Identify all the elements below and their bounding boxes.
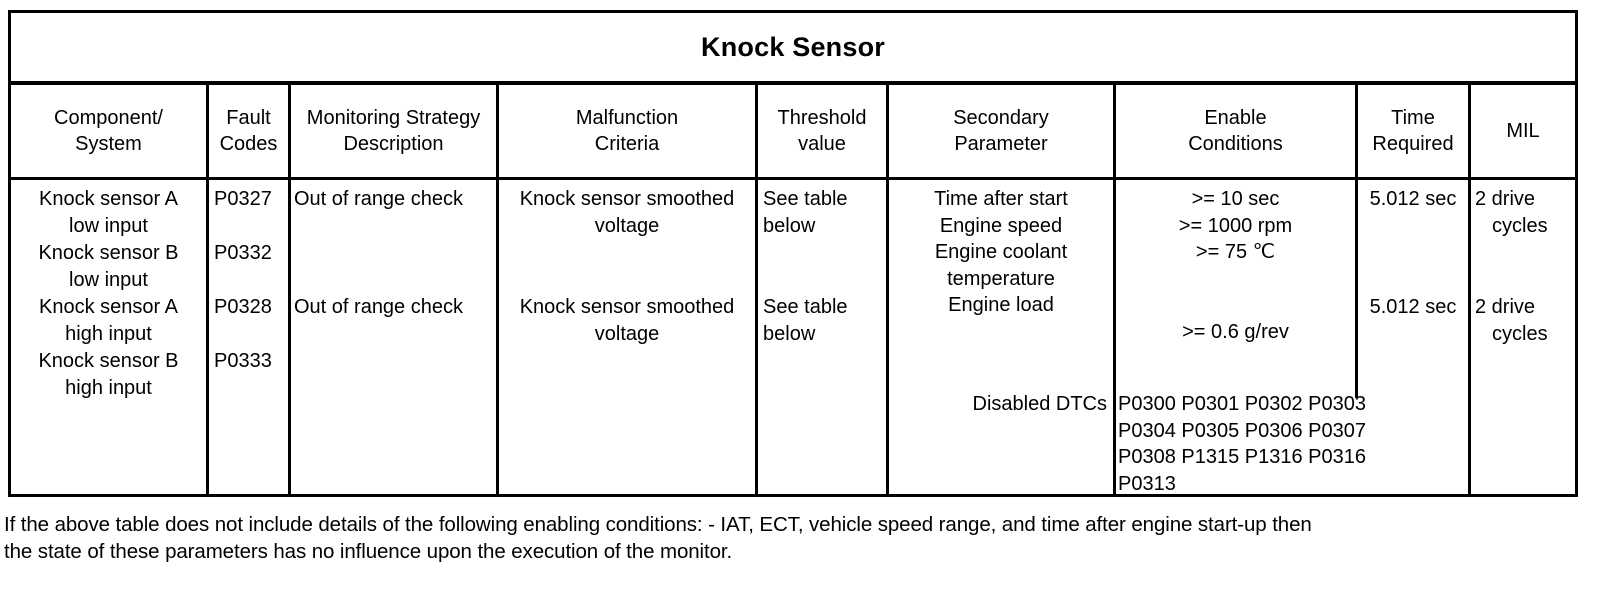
table-row-time-required-1: 5.012 sec xyxy=(1369,188,1457,210)
mil-line-1: 2 drive xyxy=(1475,188,1536,210)
header-line-2: Codes xyxy=(219,133,278,155)
table-row-fault-code-1: P0327 xyxy=(214,188,272,210)
column-header-secondary-parameter: Secondary Parameter xyxy=(886,85,1113,177)
column-header-malfunction-criteria: Malfunction Criteria xyxy=(496,85,755,177)
header-line-1: Fault xyxy=(226,106,271,129)
component-line-2: low input xyxy=(69,268,148,291)
header-line-1: MIL xyxy=(1506,119,1540,142)
column-divider-1 xyxy=(206,180,209,494)
secondary-parameter-item: temperature xyxy=(947,267,1055,290)
secondary-parameter-item: Engine coolant xyxy=(934,241,1068,264)
header-line-1: Threshold xyxy=(777,106,867,129)
secondary-parameter-item: Engine load xyxy=(948,294,1054,317)
table-row-malfunction-criteria-1: Knock sensor smoothed voltage xyxy=(499,186,755,239)
footnote: If the above table does not include deta… xyxy=(4,511,1564,566)
table-row-fault-code-3: P0328 xyxy=(214,296,272,318)
header-line-2: Conditions xyxy=(1188,133,1283,155)
malfunction-line-2: voltage xyxy=(594,322,660,345)
component-line-2: high input xyxy=(65,376,152,399)
column-header-component-system: Component/ System xyxy=(11,85,206,177)
component-line-2: high input xyxy=(65,322,152,345)
footnote-line-1: If the above table does not include deta… xyxy=(4,513,1312,536)
component-line-1: Knock sensor B xyxy=(38,242,179,264)
malfunction-line-2: voltage xyxy=(594,214,660,237)
column-header-mil: MIL xyxy=(1468,85,1575,177)
column-divider-7-partial xyxy=(1355,180,1358,398)
table-row-component-2: Knock sensor B low input xyxy=(11,240,206,293)
enable-condition-spacer xyxy=(1116,266,1355,319)
threshold-line-1: See table xyxy=(763,296,848,318)
secondary-parameter-list: Time after start Engine speed Engine coo… xyxy=(889,186,1113,319)
secondary-parameter-item: Engine speed xyxy=(939,214,1063,237)
component-line-1: Knock sensor A xyxy=(39,296,178,318)
column-header-monitoring-strategy-description: Monitoring Strategy Description xyxy=(288,85,496,177)
table-body: Knock sensor A low input Knock sensor B … xyxy=(11,180,1578,497)
disabled-dtc-line: P0304 P0305 P0306 P0307 xyxy=(1118,419,1366,442)
footnote-line-2: the state of these parameters has no inf… xyxy=(4,540,733,564)
disabled-dtc-line: P0308 P1315 P1316 P0316 xyxy=(1118,446,1366,469)
enable-condition-item: >= 10 sec xyxy=(1191,188,1280,210)
threshold-line-2: below xyxy=(763,322,816,345)
table-row-component-4: Knock sensor B high input xyxy=(11,348,206,401)
table-header-row: Component/ System Fault Codes Monitoring… xyxy=(11,85,1575,180)
column-header-threshold-value: Threshold value xyxy=(755,85,886,177)
secondary-parameter-item: Time after start xyxy=(934,188,1068,210)
column-divider-3 xyxy=(496,180,499,494)
header-line-2: value xyxy=(798,133,846,155)
header-line-1: Enable xyxy=(1204,106,1267,129)
threshold-line-2: below xyxy=(763,214,816,237)
table-row-mil-2: 2 drive cycles xyxy=(1475,294,1575,347)
table-row-mil-1: 2 drive cycles xyxy=(1475,186,1575,239)
disabled-dtcs-list: P0300 P0301 P0302 P0303 P0304 P0305 P030… xyxy=(1118,391,1578,497)
enable-condition-item: >= 0.6 g/rev xyxy=(1182,320,1289,343)
table-row-threshold-1: See table below xyxy=(763,186,886,239)
header-line-1: Malfunction xyxy=(575,106,679,129)
header-line-2: System xyxy=(75,133,142,155)
header-line-1: Monitoring Strategy xyxy=(306,106,481,129)
table-title-band: Knock Sensor xyxy=(11,13,1575,85)
table-row-time-required-2: 5.012 sec xyxy=(1369,296,1457,318)
header-line-1: Time xyxy=(1391,106,1435,129)
table-row-malfunction-criteria-2: Knock sensor smoothed voltage xyxy=(499,294,755,347)
component-line-1: Knock sensor B xyxy=(38,350,179,372)
malfunction-line-1: Knock sensor smoothed xyxy=(519,296,735,318)
enable-conditions-list: >= 10 sec >= 1000 rpm >= 75 ℃ >= 0.6 g/r… xyxy=(1116,186,1355,345)
table-row-monitoring-strategy-2: Out of range check xyxy=(294,296,463,318)
enable-condition-item: >= 1000 rpm xyxy=(1178,214,1293,237)
table-row-component-3: Knock sensor A high input xyxy=(11,294,206,347)
column-header-fault-codes: Fault Codes xyxy=(206,85,288,177)
mil-line-2: cycles xyxy=(1492,214,1548,237)
component-line-1: Knock sensor A xyxy=(39,188,178,210)
threshold-line-1: See table xyxy=(763,188,848,210)
table-row-monitoring-strategy-1: Out of range check xyxy=(294,188,463,210)
table-row-threshold-2: See table below xyxy=(763,294,886,347)
header-line-2: Criteria xyxy=(594,133,660,155)
column-divider-8 xyxy=(1468,180,1471,494)
knock-sensor-spec-table: Knock Sensor Component/ System Fault Cod… xyxy=(8,10,1578,497)
table-row-fault-code-2: P0332 xyxy=(214,242,272,264)
column-header-enable-conditions: Enable Conditions xyxy=(1113,85,1355,177)
disabled-dtc-line: P0300 P0301 P0302 P0303 xyxy=(1118,393,1366,415)
column-divider-2 xyxy=(288,180,291,494)
enable-condition-item: >= 75 ℃ xyxy=(1195,241,1276,264)
column-header-time-required: Time Required xyxy=(1355,85,1468,177)
header-line-2: Parameter xyxy=(954,133,1048,155)
disabled-dtcs-label: Disabled DTCs xyxy=(972,393,1107,415)
header-line-2: Description xyxy=(343,133,444,155)
table-row-component-1: Knock sensor A low input xyxy=(11,186,206,239)
mil-line-1: 2 drive xyxy=(1475,296,1536,318)
column-divider-4 xyxy=(755,180,758,494)
disabled-dtc-line: P0313 xyxy=(1118,472,1176,495)
component-line-2: low input xyxy=(69,214,148,237)
header-line-1: Component/ xyxy=(54,106,163,129)
malfunction-line-1: Knock sensor smoothed xyxy=(519,188,735,210)
column-divider-6 xyxy=(1113,180,1116,494)
mil-line-2: cycles xyxy=(1492,322,1548,345)
header-line-2: Required xyxy=(1372,133,1454,155)
table-row-fault-code-4: P0333 xyxy=(214,350,272,372)
column-divider-5 xyxy=(886,180,889,494)
header-line-1: Secondary xyxy=(953,106,1049,129)
page-title: Knock Sensor xyxy=(701,31,885,62)
